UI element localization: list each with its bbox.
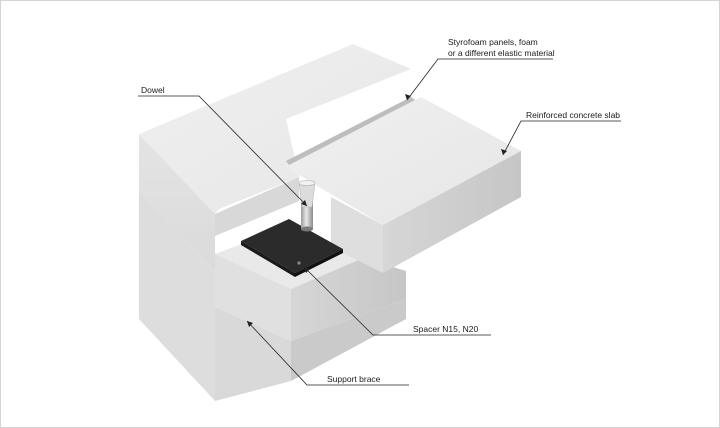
label-dowel: Dowel bbox=[141, 85, 165, 95]
leader-brace bbox=[246, 320, 409, 386]
column-left-face bbox=[139, 134, 215, 271]
slab-top-face bbox=[284, 97, 521, 225]
leader-brace-arrow bbox=[247, 321, 253, 327]
label-reinforced-slab: Reinforced concrete slab bbox=[526, 110, 621, 120]
leader-lines bbox=[138, 58, 621, 386]
slab-front-face bbox=[331, 197, 383, 273]
column-lower-left-face bbox=[139, 191, 215, 401]
leader-styrofoam bbox=[406, 58, 553, 101]
concrete-slab bbox=[284, 97, 521, 273]
column-base-face bbox=[215, 307, 291, 401]
label-styrofoam: Styrofoam panels, foam bbox=[448, 37, 538, 47]
label-support-brace: Support brace bbox=[327, 374, 381, 384]
leader-slab-arrow bbox=[501, 149, 507, 155]
brace-right-face bbox=[291, 258, 406, 341]
slab-right-face bbox=[383, 151, 521, 273]
column-block bbox=[139, 44, 411, 401]
dowel bbox=[298, 180, 316, 232]
column-top-face bbox=[139, 44, 411, 214]
leader-dowel bbox=[138, 95, 308, 207]
leader-spacer-arrow bbox=[304, 267, 310, 273]
leader-slab bbox=[502, 120, 621, 156]
column-right-face bbox=[215, 177, 299, 236]
leader-styrofoam-arrow bbox=[405, 94, 411, 100]
brace-front-face bbox=[215, 254, 291, 341]
label-styrofoam-line2: or a different elastic material bbox=[448, 48, 555, 58]
label-spacer: Spacer N15, N20 bbox=[413, 324, 479, 334]
leader-spacer bbox=[303, 266, 491, 336]
column-base-right bbox=[291, 299, 406, 381]
styrofoam-gap bbox=[286, 97, 415, 165]
leader-dowel-arrow bbox=[301, 200, 307, 206]
